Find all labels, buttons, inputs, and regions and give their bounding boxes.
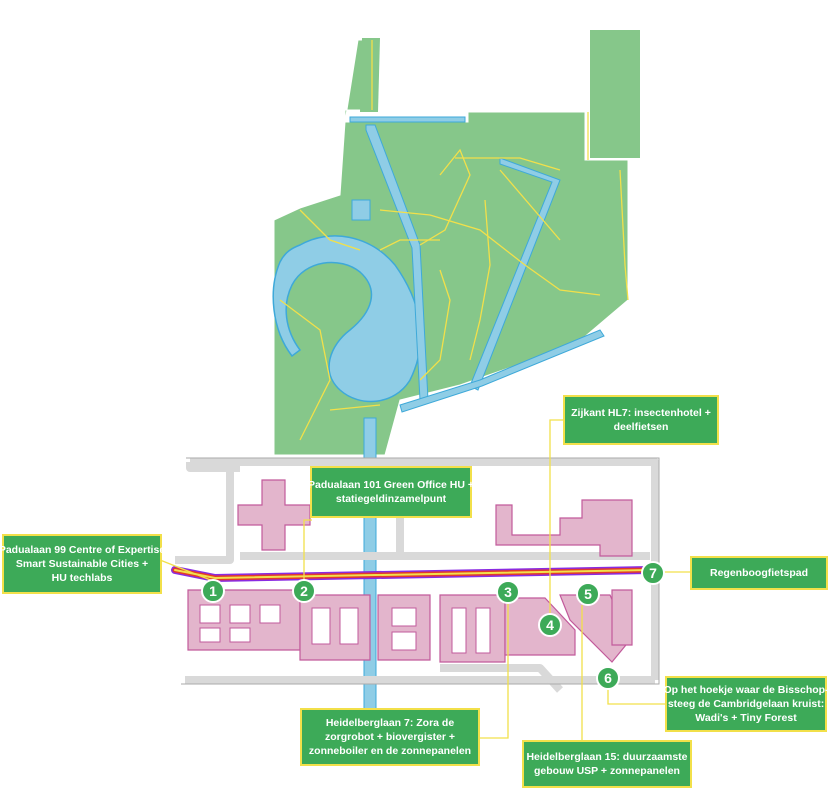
label-line: Regenboogfietspad (709, 567, 808, 579)
label-regenboogfietspad: Regenboogfietspad (690, 556, 828, 590)
marker-7[interactable]: 7 (641, 561, 665, 585)
label-padualaan-99: Padualaan 99 Centre of Expertise Smart S… (0, 534, 166, 594)
park-strip-top (360, 38, 380, 112)
leader-lines (159, 419, 690, 740)
rainbow-bike-path (171, 566, 654, 583)
label-line: deelfietsen (613, 421, 669, 433)
canal-bottom (399, 329, 605, 413)
label-heidelberglaan-7: Heidelberglaan 7: Zora de zorgrobot + bi… (300, 708, 480, 766)
label-line: Heidelberglaan 7: Zora de (325, 717, 455, 729)
building-courtyards (199, 604, 491, 654)
label-line: Heidelberglaan 15: duurzaamste (526, 751, 688, 763)
label-line: gebouw USP + zonnepanelen (534, 765, 680, 777)
label-zijkant-hl7: Zijkant HL7: insectenhotel + deelfietsen (563, 395, 719, 445)
marker-6[interactable]: 6 (596, 666, 620, 690)
label-line: Op het hoekje waar de Bisschop- (663, 684, 829, 696)
label-line: HU techlabs (51, 572, 113, 584)
label-line: zorgrobot + biovergister + (324, 731, 456, 743)
marker-4[interactable]: 4 (538, 613, 562, 637)
label-line: Wadi's + Tiny Forest (695, 712, 797, 724)
pond (351, 199, 371, 221)
marker-2[interactable]: 2 (292, 579, 316, 603)
label-line: Padualaan 99 Centre of Expertise (0, 544, 166, 556)
label-line: statiegeldinzamelpunt (335, 493, 447, 505)
label-line: zonneboiler en de zonnepanelen (308, 745, 472, 757)
marker-5[interactable]: 5 (576, 582, 600, 606)
label-padualaan-101: Padualaan 101 Green Office HU + statiege… (307, 466, 475, 518)
label-line: Padualaan 101 Green Office HU + (307, 479, 475, 491)
marker-1[interactable]: 1 (201, 579, 225, 603)
park-paths (279, 40, 629, 441)
label-line: steeg de Cambridgelaan kruist: (667, 698, 825, 710)
label-bisschopsteeg: Op het hoekje waar de Bisschop- steeg de… (663, 676, 829, 732)
canal-top (349, 116, 466, 123)
label-line: Smart Sustainable Cities + (15, 558, 149, 570)
label-heidelberglaan-15: Heidelberglaan 15: duurzaamste gebouw US… (522, 740, 692, 788)
marker-3[interactable]: 3 (496, 580, 520, 604)
label-line: Zijkant HL7: insectenhotel + (571, 407, 711, 419)
park-strip-right (590, 30, 640, 158)
